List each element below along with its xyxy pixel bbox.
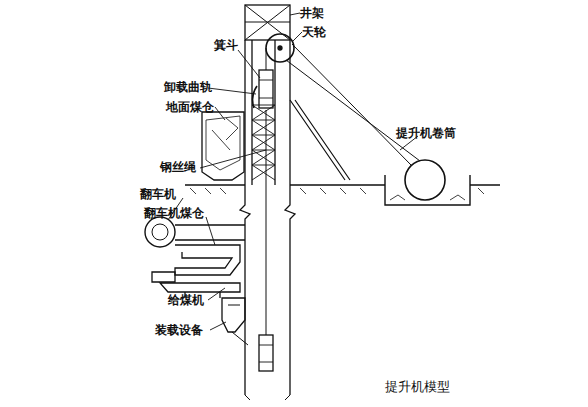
part-label: 装载设备 — [155, 323, 203, 337]
leader-lines — [168, 13, 418, 330]
headframe-rungs — [252, 105, 275, 165]
part-label: 卸载曲轨 — [164, 80, 212, 94]
tippler-bin — [175, 245, 240, 275]
part-label: 翻车机 — [140, 187, 176, 201]
winder-drum — [405, 160, 445, 200]
shaft-walls — [240, 100, 295, 395]
part-label: 给煤机 — [168, 293, 204, 307]
part-label: 提升机卷筒 — [396, 126, 456, 140]
part-label: 箕斗 — [214, 38, 238, 52]
unloading-rail — [253, 86, 257, 108]
figure-caption: 提升机模型 — [385, 378, 450, 396]
part-label: 翻车机煤仓 — [144, 206, 204, 220]
tippler-tunnel — [175, 225, 245, 240]
loading-device — [222, 298, 245, 332]
bin-gate — [152, 272, 175, 282]
head-sheave — [266, 34, 294, 62]
ground-line — [185, 184, 500, 186]
back-stay — [290, 100, 350, 180]
drum-ropes — [286, 44, 420, 166]
loading-chute — [228, 305, 248, 345]
skip-bands — [259, 80, 273, 98]
shaft-bottom — [245, 395, 290, 400]
hoist-rope — [266, 48, 267, 335]
skip-bands — [259, 345, 273, 362]
part-label: 地面煤仓 — [166, 100, 214, 114]
part-label: 天轮 — [302, 25, 326, 39]
headframe-lattice — [252, 105, 275, 180]
tippler-inner — [152, 224, 168, 240]
lower-skip — [259, 335, 273, 371]
part-label: 钢丝绳 — [160, 160, 196, 174]
bin-chute — [212, 118, 238, 150]
tippler — [145, 217, 175, 247]
upper-skip — [259, 70, 273, 108]
ground-bin — [202, 112, 244, 180]
part-label: 井架 — [300, 6, 324, 20]
sheave-hub — [278, 46, 282, 50]
